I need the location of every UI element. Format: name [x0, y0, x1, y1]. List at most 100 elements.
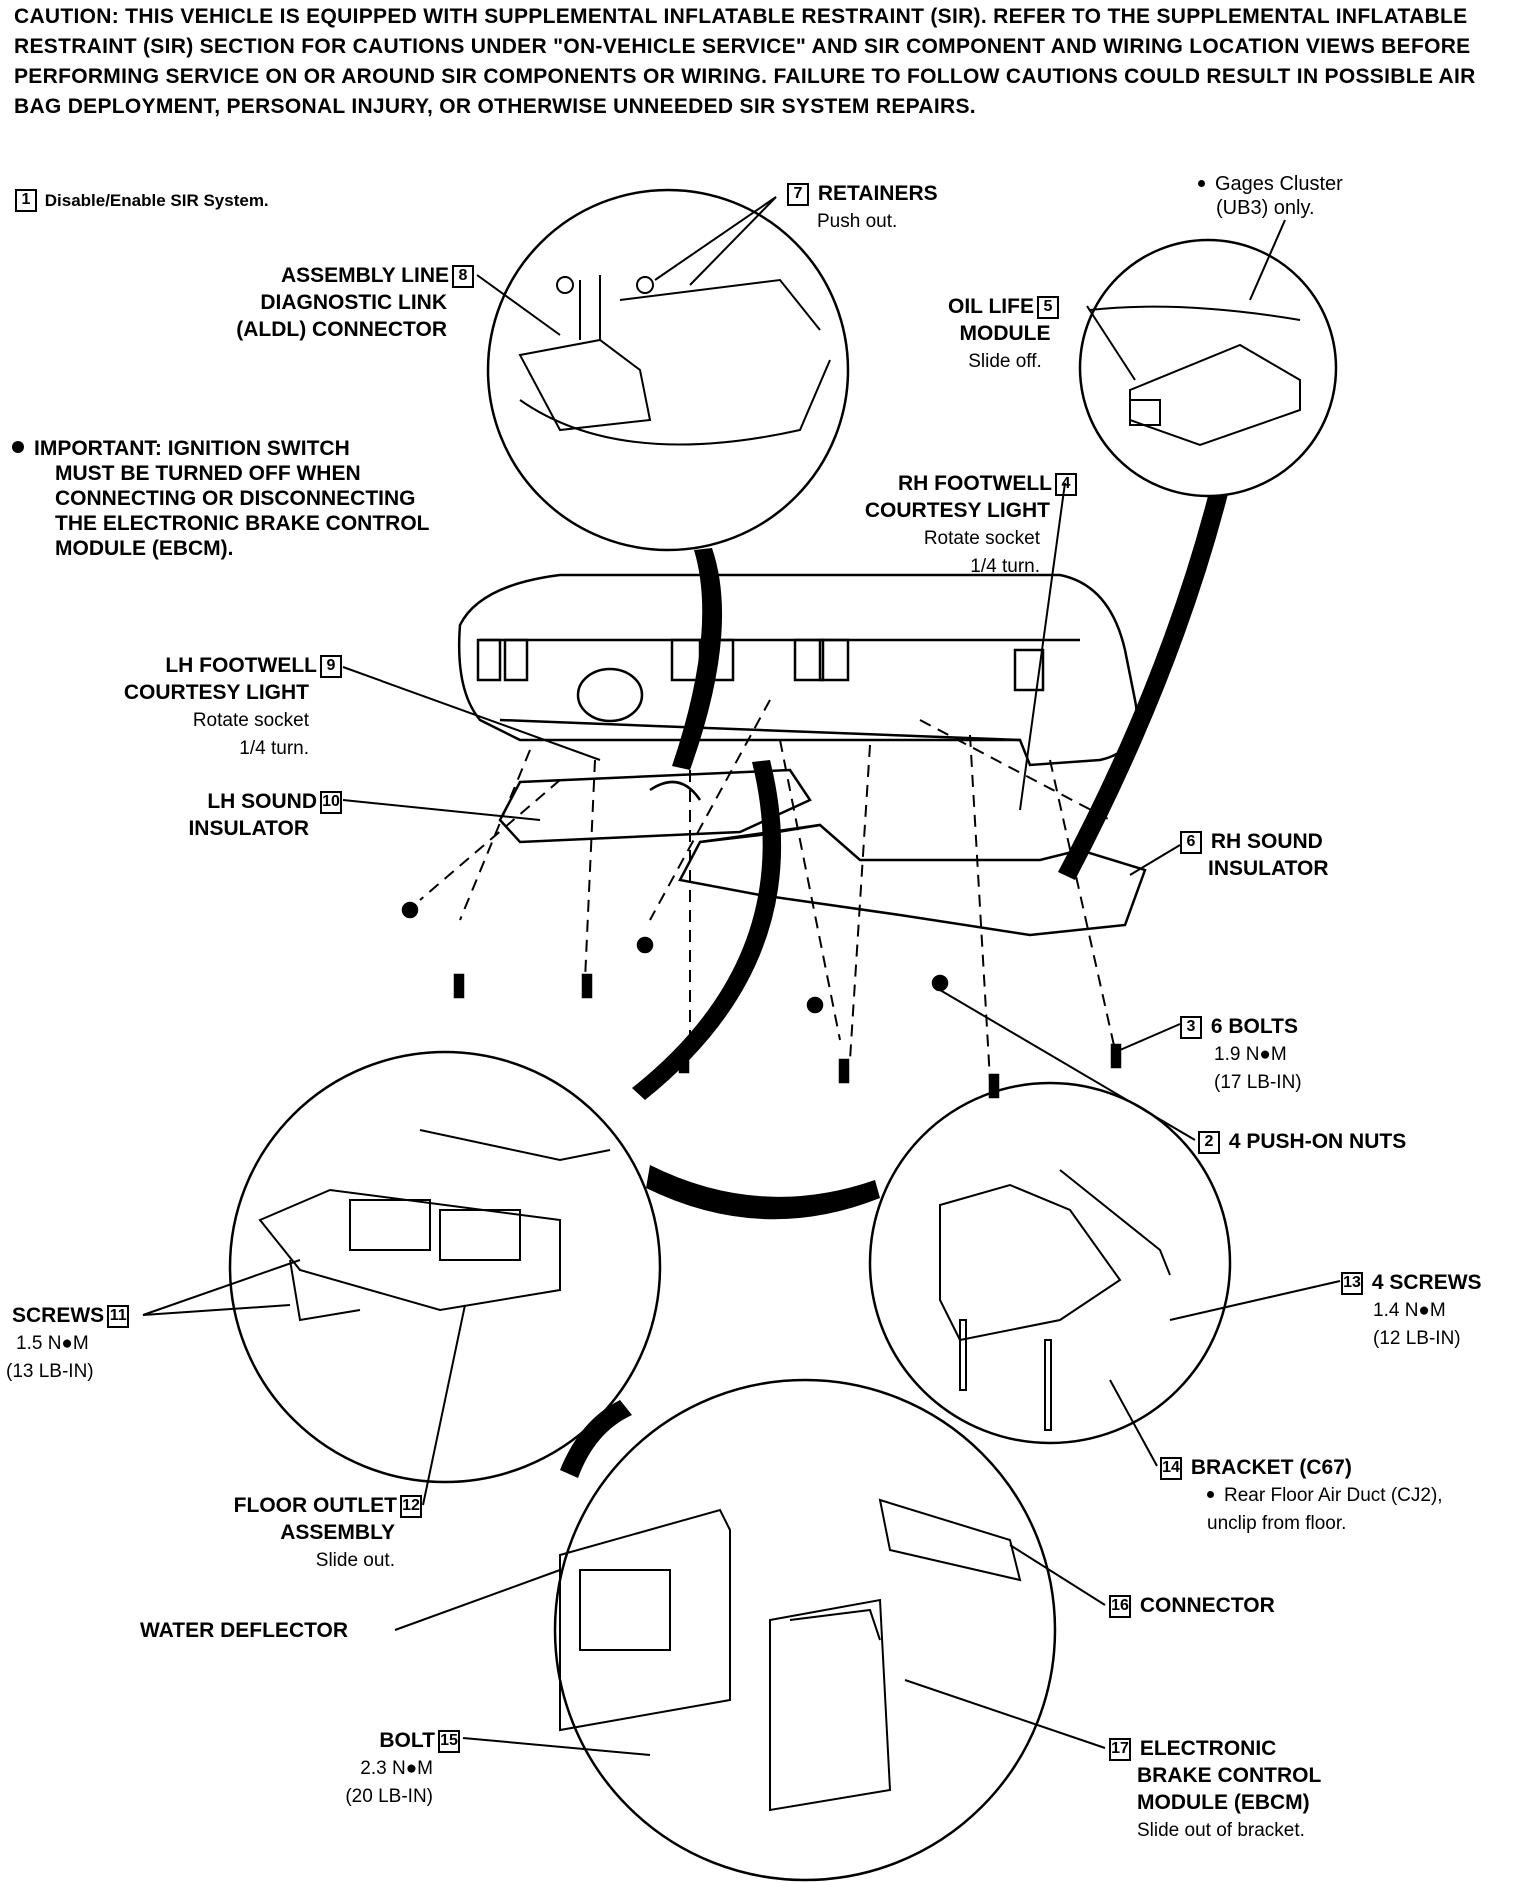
callout-17-line-2: BRAKE CONTROL	[1137, 1764, 1322, 1787]
callout-12-sub: Slide out.	[315, 1550, 395, 1571]
important-line-3: CONNECTING OR DISCONNECTING	[55, 487, 416, 510]
callout-8-number: 8	[452, 265, 474, 288]
callout-9-sub-1: Rotate socket	[192, 710, 309, 731]
callout-14-sub-2: unclip from floor.	[1207, 1513, 1347, 1534]
callout-4-number: 4	[1055, 473, 1077, 496]
callout-1-number: 1	[15, 189, 37, 212]
callout-5-sub: Slide off.	[968, 351, 1042, 372]
floor-outlet-detail-circle	[228, 1050, 662, 1484]
callout-14-text: BRACKET (C67)	[1190, 1456, 1352, 1479]
callout-4-sub-1: Rotate socket	[923, 528, 1040, 549]
gages-note-line-2: (UB3) only.	[1216, 197, 1315, 219]
detail-leader-bands	[560, 494, 1228, 1478]
callout-13-text: 4 SCREWS	[1371, 1271, 1482, 1294]
callout-3-number: 3	[1180, 1016, 1202, 1039]
callout-3-text: 6 BOLTS	[1210, 1015, 1298, 1038]
callout-9-line-2: COURTESY LIGHT	[123, 681, 309, 704]
callout-1-text: Disable/Enable SIR System.	[44, 191, 269, 210]
aldl-connector-drawing	[518, 275, 831, 446]
callout-5-line-2: MODULE	[959, 322, 1051, 345]
gages-note: Gages Cluster (UB3) only.	[1198, 172, 1343, 220]
callout-3-sub-2: (17 LB-IN)	[1214, 1072, 1302, 1093]
callout-16-number: 16	[1109, 1595, 1131, 1618]
ebcm-detail-circle	[553, 1378, 1057, 1882]
bullet-icon	[12, 441, 24, 453]
callout-16: 16 CONNECTOR	[1106, 1592, 1275, 1619]
callout-1: 1 Disable/Enable SIR System.	[12, 187, 269, 214]
important-line-5: MODULE (EBCM).	[55, 537, 234, 560]
callout-9-number: 9	[320, 655, 342, 678]
callout-4-line-1: RH FOOTWELL	[898, 472, 1052, 495]
callout-3: 3 6 BOLTS 1.9 N●M (17 LB-IN)	[1177, 1013, 1302, 1096]
lh-sound-insulator-shape	[498, 768, 812, 844]
callout-17: 17 ELECTRONIC BRAKE CONTROL MODULE (EBCM…	[1106, 1735, 1321, 1844]
callout-13-sub-2: (12 LB-IN)	[1373, 1328, 1461, 1349]
callout-6-number: 6	[1180, 831, 1202, 854]
callout-2-number: 2	[1198, 1131, 1220, 1154]
callout-17-number: 17	[1109, 1738, 1131, 1761]
important-line-4: THE ELECTRONIC BRAKE CONTROL	[55, 512, 430, 535]
bullet-icon	[1198, 180, 1205, 187]
oil-life-module-drawing	[1089, 305, 1301, 447]
callout-11-sub-2: (13 LB-IN)	[6, 1361, 94, 1382]
callout-7-number: 7	[787, 183, 809, 206]
callout-4-sub-2: 1/4 turn.	[970, 556, 1040, 577]
callout-9-sub-2: 1/4 turn.	[239, 738, 309, 759]
callout-2-text: 4 PUSH-ON NUTS	[1228, 1130, 1407, 1153]
ebcm-drawing	[559, 1498, 1022, 1812]
important-line-2: MUST BE TURNED OFF WHEN	[55, 462, 361, 485]
callout-12-number: 12	[400, 1495, 422, 1518]
callout-3-sub-1: 1.9 N●M	[1214, 1044, 1287, 1065]
caution-notice: CAUTION: THIS VEHICLE IS EQUIPPED WITH S…	[14, 5, 1476, 118]
fasteners	[401, 901, 1122, 1099]
callout-17-line-3: MODULE (EBCM)	[1137, 1791, 1310, 1814]
callout-8-line-3: (ALDL) CONNECTOR	[236, 318, 447, 341]
important-line-1: IMPORTANT: IGNITION SWITCH	[34, 437, 350, 460]
callout-13: 13 4 SCREWS 1.4 N●M (12 LB-IN)	[1338, 1269, 1482, 1352]
callout-16-text: CONNECTOR	[1139, 1594, 1275, 1617]
callout-11-sub-1: 1.5 N●M	[16, 1333, 89, 1354]
callout-13-number: 13	[1341, 1272, 1363, 1295]
callout-17-line-1: ELECTRONIC	[1139, 1737, 1277, 1760]
bracket-drawing	[939, 1169, 1171, 1431]
callout-10-line-1: LH SOUND	[207, 790, 317, 813]
callout-2: 2 4 PUSH-ON NUTS	[1195, 1128, 1406, 1155]
callout-15-number: 15	[438, 1730, 460, 1753]
callout-15-sub-1: 2.3 N●M	[360, 1758, 433, 1779]
callout-5-line-1: OIL LIFE	[948, 295, 1034, 318]
callout-17-sub: Slide out of bracket.	[1137, 1820, 1305, 1841]
fastener-guides	[419, 699, 1116, 1081]
callout-7: 7 RETAINERS Push out.	[784, 180, 938, 235]
callout-10-number: 10	[320, 791, 342, 814]
aldl-detail-circle	[486, 188, 850, 552]
callout-6: 6 RH SOUND INSULATOR	[1177, 828, 1329, 882]
water-deflector-label: WATER DEFLECTOR	[140, 1619, 349, 1642]
floor-outlet-drawing	[258, 1129, 611, 1322]
bracket-detail-circle	[868, 1081, 1232, 1445]
detail-circles	[228, 188, 1338, 1882]
callout-6-line-2: INSULATOR	[1208, 857, 1329, 880]
callout-8-line-2: DIAGNOSTIC LINK	[260, 291, 447, 314]
bullet-icon	[1207, 1491, 1214, 1498]
important-note: IMPORTANT: IGNITION SWITCH MUST BE TURNE…	[12, 436, 430, 561]
oil-life-detail-circle	[1078, 238, 1338, 498]
callout-9-line-1: LH FOOTWELL	[165, 654, 317, 677]
callout-14-sub-1: Rear Floor Air Duct (CJ2),	[1224, 1485, 1443, 1506]
gages-note-line-1: Gages Cluster	[1215, 173, 1343, 195]
callout-15-sub-2: (20 LB-IN)	[345, 1786, 433, 1807]
callout-6-line-1: RH SOUND	[1210, 830, 1323, 853]
callout-10-line-2: INSULATOR	[188, 817, 309, 840]
callout-8-line-1: ASSEMBLY LINE	[280, 264, 449, 287]
callout-7-text: RETAINERS	[817, 182, 938, 205]
callout-14-number: 14	[1160, 1457, 1182, 1480]
callout-14: 14 BRACKET (C67) Rear Floor Air Duct (CJ…	[1157, 1454, 1443, 1537]
callout-15-text: BOLT	[379, 1729, 435, 1752]
callout-11-number: 11	[107, 1305, 130, 1328]
